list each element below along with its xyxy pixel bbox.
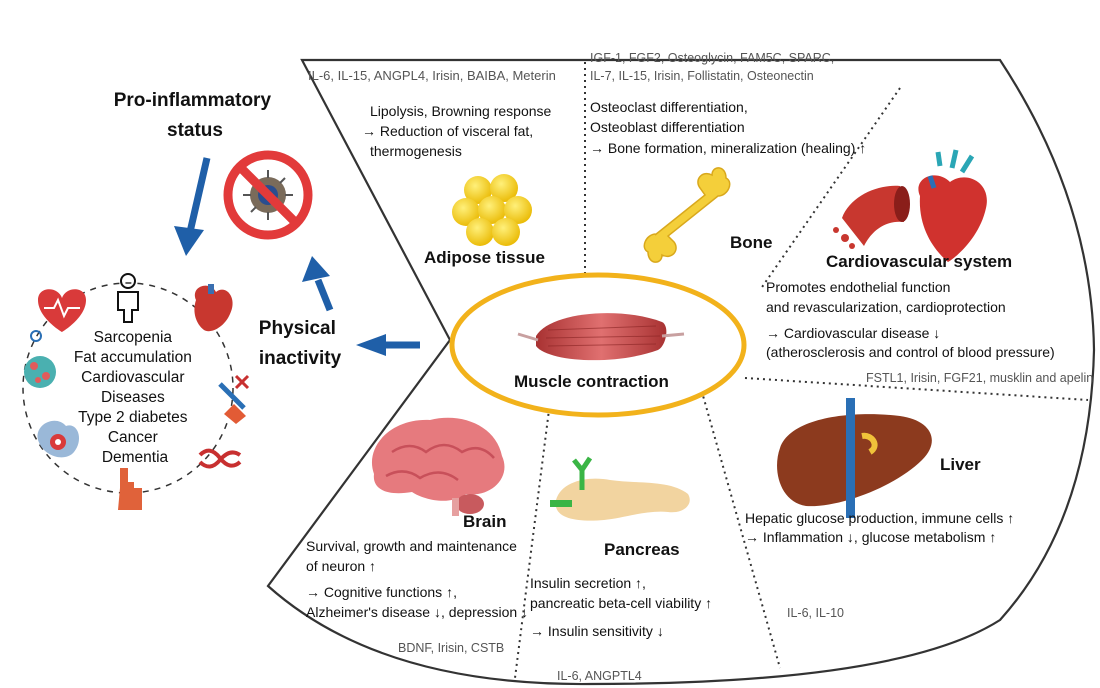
arrow-left bbox=[356, 334, 420, 356]
muscle-contraction-label: Muscle contraction bbox=[514, 372, 669, 391]
hand-icon bbox=[118, 468, 142, 510]
brain-molecules: BDNF, Irisin, CSTB bbox=[398, 641, 504, 655]
heart-stethoscope-icon bbox=[31, 289, 86, 341]
ban-virus-icon bbox=[228, 155, 308, 235]
pancreas-title: Pancreas bbox=[604, 540, 680, 559]
brain-title: Brain bbox=[463, 512, 506, 531]
arrow-down-left bbox=[174, 158, 207, 256]
liver-molecules: IL-6, IL-10 bbox=[787, 606, 844, 620]
pro-inflammatory-label: Pro-inflammatory status bbox=[114, 90, 277, 141]
cancer-cells-icon bbox=[24, 356, 56, 388]
liver-title: Liver bbox=[940, 455, 981, 474]
arrow-up bbox=[302, 256, 330, 310]
person-icon bbox=[118, 274, 138, 322]
adipose-title: Adipose tissue bbox=[424, 248, 545, 267]
brain-target-icon bbox=[38, 421, 80, 458]
syringe-icon bbox=[220, 376, 248, 424]
physical-inactivity-label: Physical inactivity bbox=[259, 318, 342, 369]
adipose-molecules: IL-6, IL-15, ANGPL4, Irisin, BAIBA, Mete… bbox=[308, 68, 556, 83]
conditions-list: Sarcopenia Fat accumulation Cardiovascul… bbox=[74, 329, 196, 466]
cardio-title: Cardiovascular system bbox=[826, 252, 1012, 271]
anatomical-heart-icon bbox=[194, 284, 232, 331]
bone-title: Bone bbox=[730, 233, 773, 252]
pancreas-molecules: IL-6, ANGPTL4 bbox=[557, 669, 642, 683]
cardio-molecules: FSTL1, Irisin, FGF21, musklin and apelin bbox=[866, 371, 1093, 385]
